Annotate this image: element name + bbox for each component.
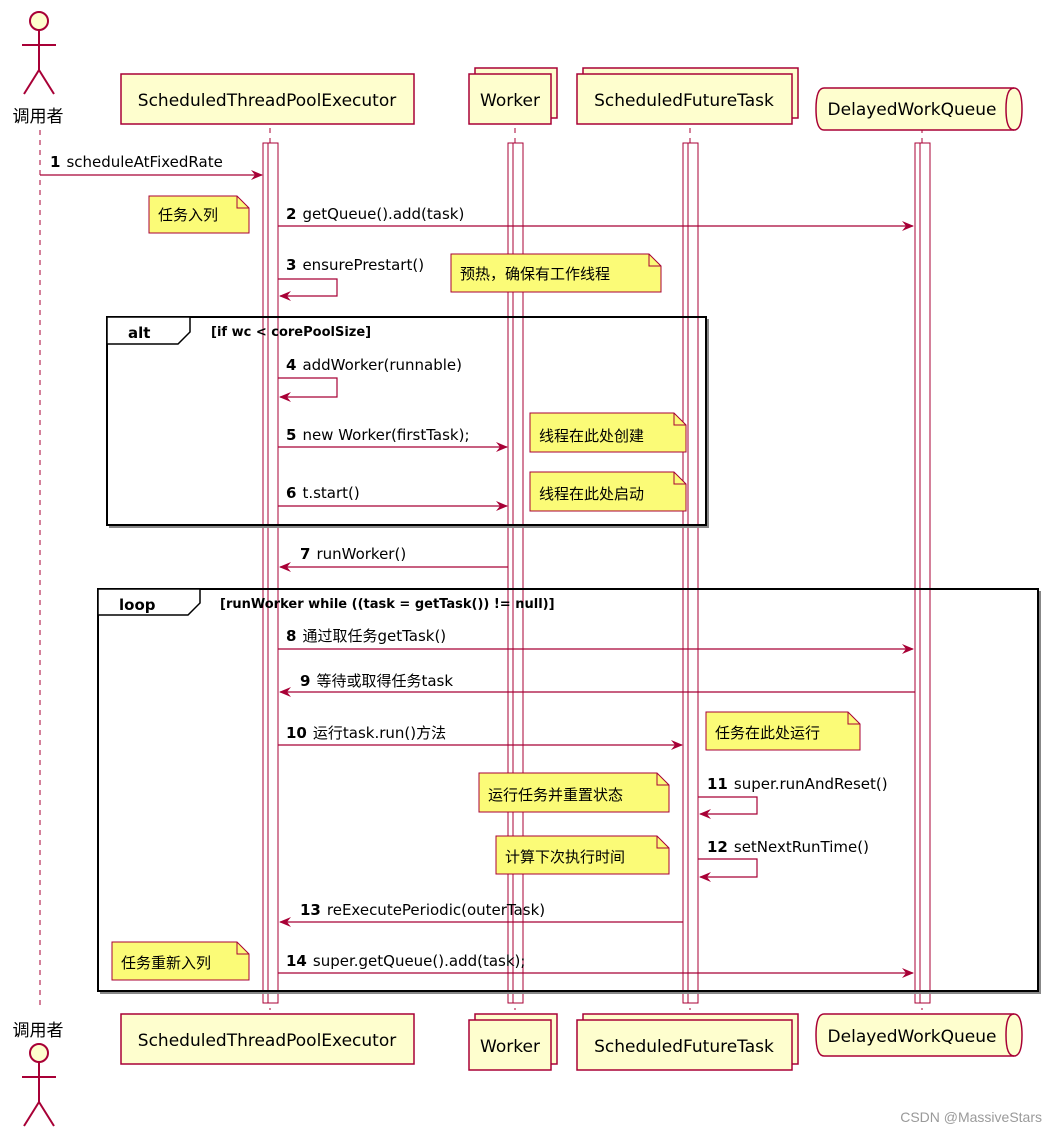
activation-bars — [262, 142, 931, 1004]
fragment-loop: loop [runWorker while ((task = getTask()… — [97, 588, 1041, 994]
message-arrow-12 — [698, 858, 758, 882]
svg-text:预热，确保有工作线程: 预热，确保有工作线程 — [460, 265, 610, 283]
participant-label: Worker — [480, 91, 540, 111]
messages — [40, 170, 915, 978]
svg-text:任务入列: 任务入列 — [158, 206, 218, 224]
note-prestart: 预热，确保有工作线程 — [450, 253, 662, 293]
svg-text:任务在此处运行: 任务在此处运行 — [715, 724, 820, 742]
activation-future-inner — [687, 142, 699, 1004]
note-thread-started: 线程在此处启动 — [529, 471, 687, 512]
fragment-keyword: alt — [128, 324, 150, 342]
participant-label: ScheduledThreadPoolExecutor — [138, 1031, 396, 1051]
message-arrow-11 — [698, 796, 758, 819]
svg-text:线程在此处创建: 线程在此处创建 — [539, 427, 644, 445]
note-enqueue: 任务入列 — [148, 195, 250, 234]
participant-worker-bottom: Worker — [468, 1013, 558, 1071]
participant-label: ScheduledFutureTask — [594, 91, 774, 111]
fragment-condition: [runWorker while ((task = getTask()) != … — [220, 597, 555, 612]
participant-worker-top: Worker — [468, 67, 558, 125]
actor-top: 调用者 — [13, 11, 64, 127]
participant-label: ScheduledThreadPoolExecutor — [138, 91, 396, 111]
actor-name-bottom: 调用者 — [13, 1021, 64, 1041]
svg-text:线程在此处启动: 线程在此处启动 — [539, 485, 644, 503]
fragment-keyword: loop — [119, 596, 156, 614]
svg-text:计算下次执行时间: 计算下次执行时间 — [505, 848, 625, 866]
actor-bottom: 调用者 — [13, 1021, 64, 1127]
svg-text:任务重新入列: 任务重新入列 — [121, 954, 211, 972]
svg-text:运行任务并重置状态: 运行任务并重置状态 — [488, 786, 623, 804]
stick-figure-icon — [22, 1043, 56, 1127]
actor-name-top: 调用者 — [13, 107, 64, 127]
activation-executor-inner — [267, 142, 279, 1004]
watermark: CSDN @MassiveStars — [900, 1109, 1042, 1125]
fragment-condition: [if wc < corePoolSize] — [211, 325, 371, 340]
activation-queue-inner — [919, 142, 931, 1004]
participant-future-bottom: ScheduledFutureTask — [576, 1013, 799, 1071]
stick-figure-icon — [22, 11, 56, 95]
fragment-alt: alt [if wc < corePoolSize] — [106, 316, 709, 528]
notes: 任务入列 预热，确保有工作线程 线程在此处创建 线程在此处启动 任务在此处运行 … — [111, 195, 861, 981]
note-task-runs: 任务在此处运行 — [705, 711, 861, 751]
participant-label: DelayedWorkQueue — [828, 1027, 997, 1047]
note-next-run-time: 计算下次执行时间 — [495, 835, 670, 875]
participant-queue-top: DelayedWorkQueue — [815, 87, 1023, 131]
message-arrow-4 — [278, 377, 338, 402]
activation-worker-inner — [512, 142, 524, 1004]
participant-label: Worker — [480, 1037, 540, 1057]
note-re-enqueue: 任务重新入列 — [111, 941, 250, 981]
participant-executor-top: ScheduledThreadPoolExecutor — [120, 73, 415, 125]
participant-executor-bottom: ScheduledThreadPoolExecutor — [120, 1013, 415, 1065]
participant-label: DelayedWorkQueue — [828, 100, 997, 120]
participant-label: ScheduledFutureTask — [594, 1037, 774, 1057]
note-run-and-reset: 运行任务并重置状态 — [478, 772, 670, 813]
participant-future-top: ScheduledFutureTask — [576, 67, 799, 125]
message-arrow-3 — [278, 278, 338, 301]
participant-queue-bottom: DelayedWorkQueue — [815, 1013, 1023, 1057]
note-thread-created: 线程在此处创建 — [529, 412, 687, 453]
